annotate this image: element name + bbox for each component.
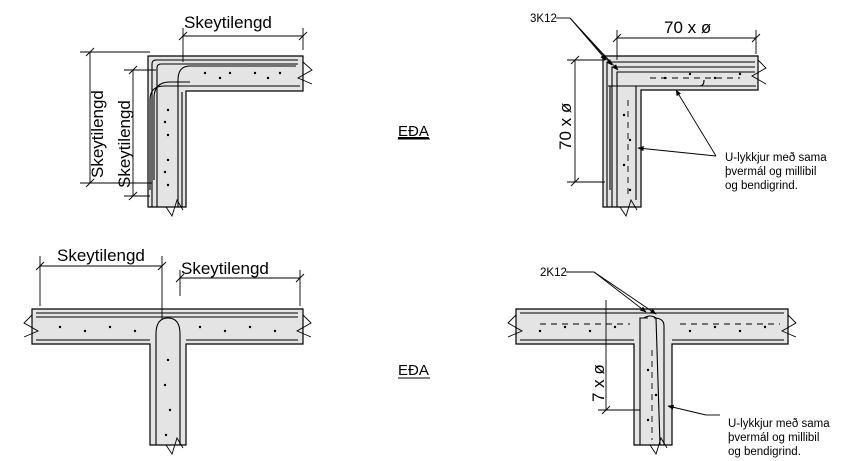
break-mark xyxy=(780,314,797,338)
outer-bar xyxy=(156,63,298,207)
u-loop xyxy=(639,317,648,445)
bar-mark-2k12: 2K12 xyxy=(540,267,567,279)
break-mark xyxy=(295,314,312,338)
break-mark xyxy=(165,198,184,218)
dim-7-label: 7 x ø xyxy=(589,364,608,402)
inner-lap-bar xyxy=(177,65,296,207)
rebar-dots xyxy=(163,71,282,187)
detail-t-junction-u-loops: 7 x ø 2K12 U-lykkjur með sama þvermál og… xyxy=(507,267,830,458)
u-loop xyxy=(643,315,661,446)
detail-t-junction-lap: Skeytilengd Skeytilengd xyxy=(23,246,312,456)
concrete-t-junction xyxy=(31,308,304,446)
lap-length-label: Skeytilengd xyxy=(57,246,145,265)
note-u-loops-line3: og bendigrind. xyxy=(728,446,801,458)
note-u-loops-line3: og bendigrind. xyxy=(725,180,798,192)
dim-70-label: 70 x ø xyxy=(664,18,711,37)
note-u-loops-line2: þvermál og millibil xyxy=(728,432,819,444)
inner-bar-hook xyxy=(153,81,190,180)
inner-bar xyxy=(149,85,300,190)
lap-length-label: Skeytilengd xyxy=(181,259,269,278)
corner-bar xyxy=(616,71,755,207)
break-mark xyxy=(23,314,40,338)
note-u-loops-line1: U-lykkjur með sama xyxy=(728,418,830,430)
rebar-dots xyxy=(58,325,277,437)
or-label: EÐA xyxy=(398,362,429,379)
or-label: EÐA xyxy=(398,123,429,140)
lap-length-label: Skeytilengd xyxy=(115,100,134,188)
lap-length-label: Skeytilengd xyxy=(88,90,107,178)
detail-l-corner-lap: Skeytilengd Skeytilengd Skeytilengd xyxy=(80,13,313,218)
concrete-l-corner xyxy=(147,55,304,208)
note-u-loops-line2: þvermál og millibil xyxy=(725,166,816,178)
detail-l-corner-u-loops: 70 x ø 70 x ø 3K12 U-lykkjur með sama þv… xyxy=(530,13,827,218)
corner-bar xyxy=(611,66,755,207)
dim-70-label: 70 x ø xyxy=(556,103,575,150)
lap-length-label: Skeytilengd xyxy=(184,13,272,32)
break-mark xyxy=(619,198,638,218)
break-mark xyxy=(507,314,524,338)
bar-mark-3k12: 3K12 xyxy=(530,13,557,25)
break-mark xyxy=(296,61,313,85)
rebar-dots xyxy=(538,325,767,422)
break-mark xyxy=(751,59,767,85)
rebar-dots xyxy=(622,72,742,192)
note-u-loops-line1: U-lykkjur með sama xyxy=(725,152,827,164)
outer-bar xyxy=(151,59,298,207)
u-hook-bar xyxy=(155,317,181,445)
